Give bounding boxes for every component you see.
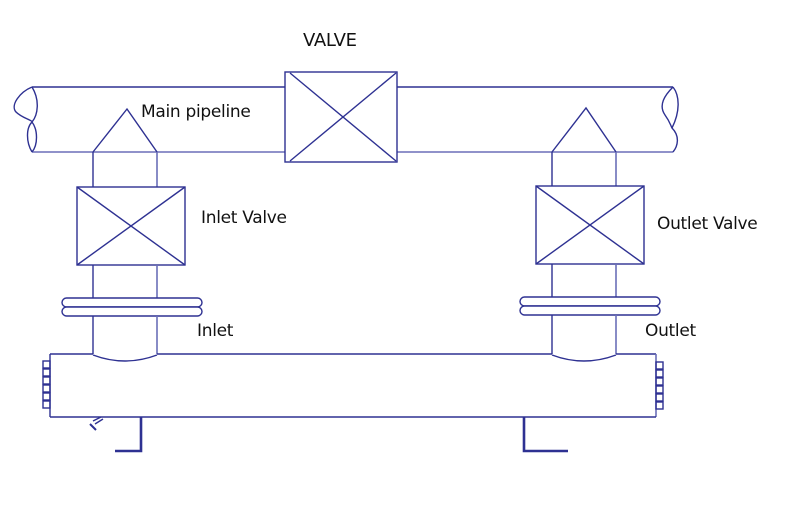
bypass-chamber <box>42 353 664 453</box>
main-valve <box>284 71 398 163</box>
outlet-branch <box>519 106 661 362</box>
inlet-flange-lower <box>61 306 203 317</box>
outlet-valve-cross-b <box>535 185 645 265</box>
valve-label: VALVE <box>303 30 357 51</box>
outlet-valve-label: Outlet Valve <box>657 214 758 234</box>
right-studs-icon <box>655 361 664 410</box>
main-valve-cross-b <box>289 72 397 162</box>
outlet-label: Outlet <box>645 321 696 341</box>
pipe-break-left-outer <box>13 86 38 153</box>
pipe-break-right-outer <box>671 86 679 129</box>
inlet-label: Inlet <box>197 321 234 341</box>
main-pipeline <box>13 86 679 153</box>
drain-nozzle <box>92 416 104 425</box>
outlet-flange-upper <box>519 296 661 307</box>
pipe-break-right-icon <box>661 86 679 153</box>
main-pipeline-label: Main pipeline <box>141 102 251 122</box>
inlet-branch <box>61 107 203 362</box>
inlet-valve-cross-b <box>76 186 186 266</box>
support-leg-right <box>522 417 568 453</box>
outlet-saddle <box>551 354 617 362</box>
left-studs-icon <box>42 360 51 409</box>
outlet-flange-lower <box>519 305 661 316</box>
inlet-tee-arrow-icon <box>92 107 158 153</box>
outlet-tee-arrow-icon <box>551 106 617 153</box>
inlet-valve-label: Inlet Valve <box>201 208 287 228</box>
inlet-flange-upper <box>61 297 203 308</box>
inlet-saddle <box>92 354 158 362</box>
drain-tick-icon <box>89 423 97 431</box>
support-leg-left <box>115 417 143 453</box>
